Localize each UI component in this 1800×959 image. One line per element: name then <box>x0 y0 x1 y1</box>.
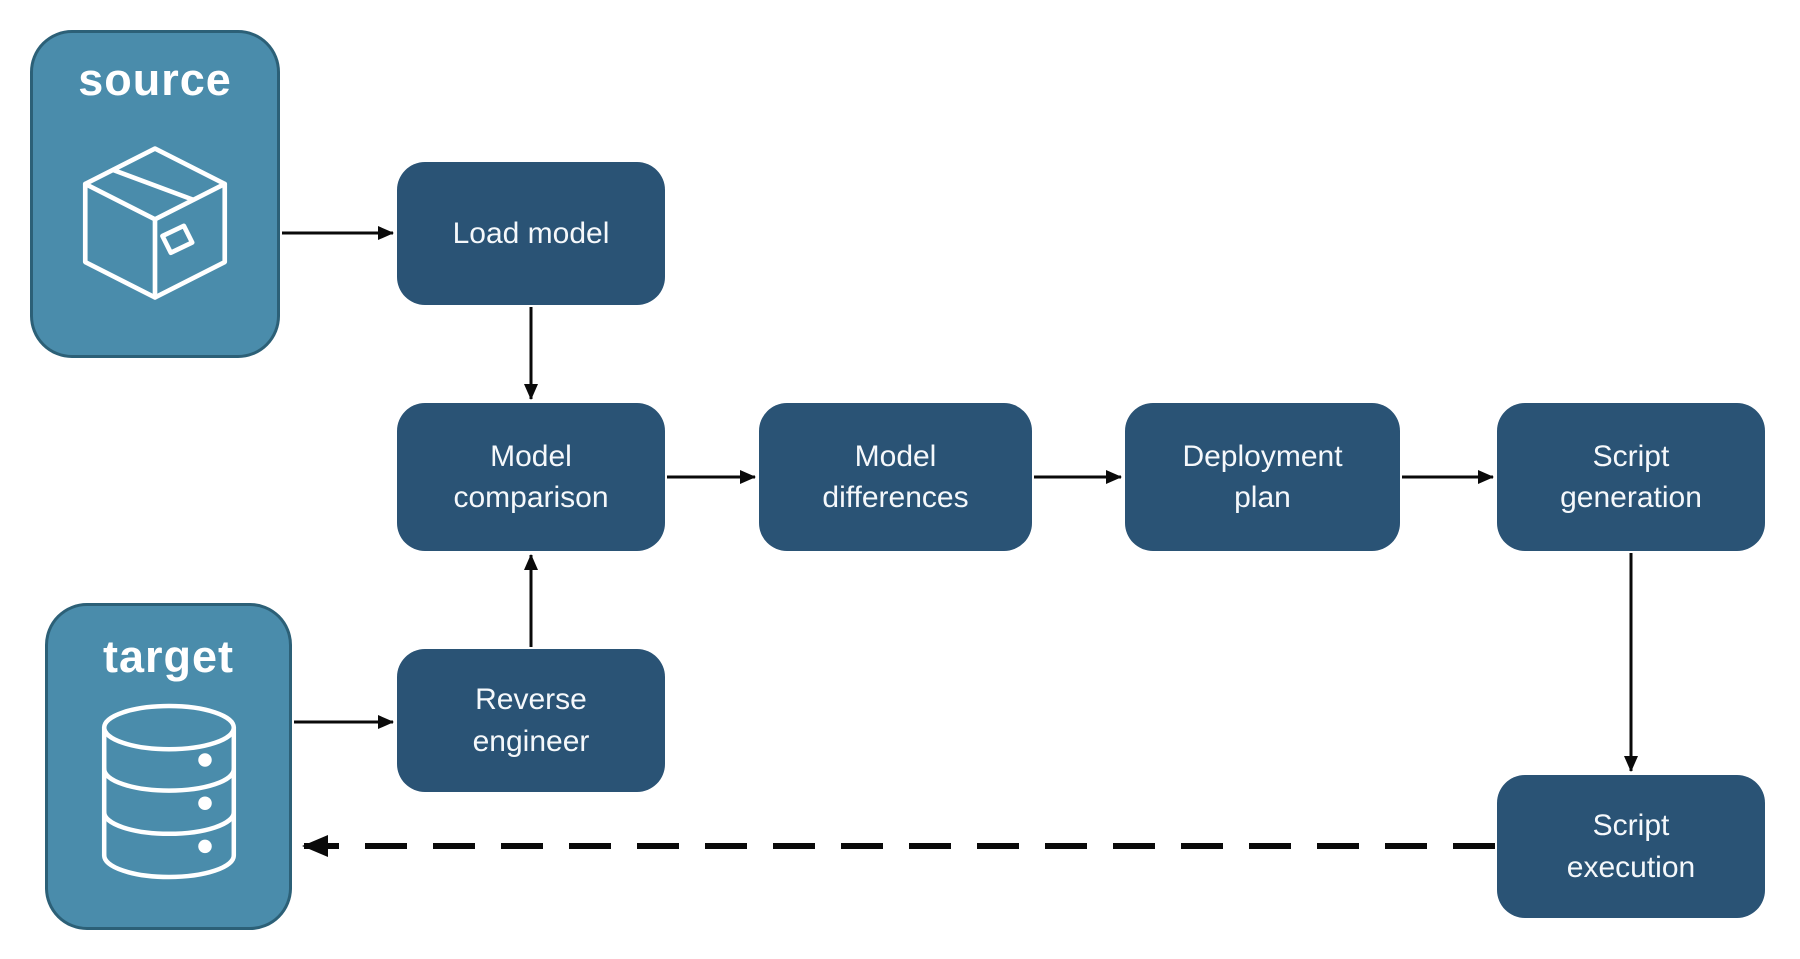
entity-target: target <box>45 603 292 930</box>
node-deployment-plan: Deployment plan <box>1125 403 1400 551</box>
node-label: Deployment plan <box>1182 439 1343 514</box>
node-model-differences: Model differences <box>759 403 1032 551</box>
node-label: Load model <box>452 216 610 250</box>
package-icon <box>82 146 228 300</box>
node-reverse-engineer: Reverse engineer <box>397 649 665 792</box>
node-script-generation: Script generation <box>1497 403 1765 551</box>
node-label: Script generation <box>1560 439 1702 514</box>
node-label: Reverse engineer <box>472 683 590 758</box>
node-label: Script execution <box>1566 809 1696 884</box>
target-label: target <box>102 631 235 682</box>
node-script-execution: Script execution <box>1497 775 1765 918</box>
node-label: Model differences <box>822 439 969 514</box>
entity-source: source <box>30 30 280 358</box>
node-model-comparison: Model comparison <box>397 403 665 551</box>
node-load-model: Load model <box>397 162 665 305</box>
database-icon <box>101 703 236 880</box>
source-label: source <box>78 54 232 105</box>
node-label: Model comparison <box>453 439 609 514</box>
